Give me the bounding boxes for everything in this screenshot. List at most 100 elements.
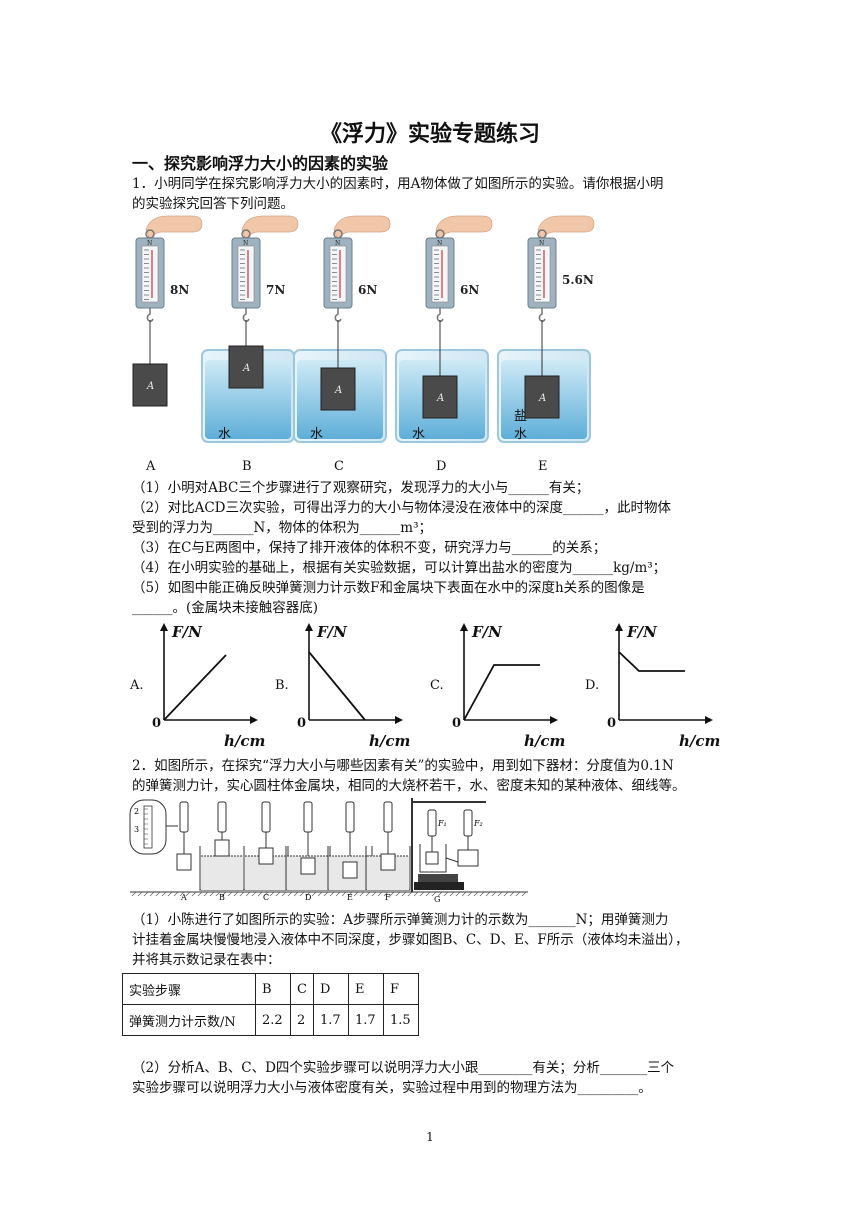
scale-reading: 7N	[266, 283, 285, 297]
table-cell: E	[347, 973, 384, 1005]
q1-graphs: A. F/N 0 h/cm B.F/N0h/cm C. F/N 0 h/cm D. F/N 0 h/cm	[129, 623, 720, 750]
scale-reading: 8N	[170, 283, 189, 297]
liquid-label: 水	[412, 427, 425, 442]
svg-text:E: E	[347, 893, 353, 902]
liquid-label: 盐	[514, 409, 527, 424]
graph-line	[618, 651, 685, 672]
q2-s2b: 实验步骤可以说明浮力大小与液体密度有关，实验过程中用到的物理方法为_______…	[132, 1080, 652, 1096]
svg-text:0: 0	[607, 716, 616, 731]
table-header-row: 实验步骤 B C D E F	[122, 973, 419, 1005]
hand-icon	[537, 215, 595, 241]
table-cell: 2	[290, 1004, 314, 1036]
svg-text:水: 水	[514, 427, 527, 442]
svg-text:F/N: F/N	[626, 623, 658, 641]
q1-s5b: ______。(金属块未接触容器底)	[132, 600, 319, 616]
step-letter: C	[334, 459, 344, 474]
svg-text:F/N: F/N	[471, 623, 503, 641]
svg-text:C: C	[263, 893, 269, 902]
svg-text:D.: D.	[585, 678, 599, 693]
svg-text:A: A	[538, 393, 546, 404]
q2-s2a: （2）分析A、B、C、D四个实验步骤可以说明浮力大小跟________有关；分析…	[132, 1060, 675, 1076]
setup-f: F	[365, 801, 411, 902]
scale-reading: 6N	[358, 283, 377, 297]
q1-s1: （1）小明对ABC三个步骤进行了观察研究，发现浮力的大小与______有关；	[132, 480, 590, 496]
svg-text:N: N	[437, 240, 442, 247]
svg-text:C.: C.	[430, 678, 444, 693]
q2-data-table: 实验步骤 B C D E F 弹簧测力计示数/N 2.2 2 1.7 1.7 1…	[122, 973, 419, 1036]
graph-line	[308, 651, 366, 721]
svg-text:N: N	[147, 240, 152, 247]
scale-reading: 6N	[460, 283, 479, 297]
step-letter: A	[145, 459, 156, 474]
table-cell: 1.7	[347, 1004, 384, 1036]
graph-option-4: D. F/N 0 h/cm	[585, 623, 720, 750]
zoom-dial: 23	[129, 799, 178, 855]
q2-intro-2: 的弹簧测力计，实心圆柱体金属块，相同的大烧杯若干，水、密度未知的某种液体、细线等…	[132, 778, 686, 794]
svg-text:h/cm: h/cm	[524, 732, 565, 750]
svg-text:G: G	[434, 895, 440, 902]
table-cell: 1.7	[312, 1004, 349, 1036]
table-cell: D	[312, 973, 349, 1005]
table-row: 弹簧测力计示数/N 2.2 2 1.7 1.7 1.5	[122, 1004, 419, 1036]
table-cell: F	[382, 973, 419, 1005]
metal-block	[422, 375, 458, 419]
svg-text:A: A	[334, 385, 342, 396]
svg-text:2: 2	[134, 807, 139, 816]
svg-text:h/cm: h/cm	[679, 732, 720, 750]
svg-text:0: 0	[452, 716, 461, 731]
svg-text:F: F	[385, 893, 391, 902]
graph-option-1: A. F/N 0 h/cm	[129, 623, 265, 750]
liquid-label: 水	[218, 427, 231, 442]
setup-e: E	[327, 801, 373, 902]
svg-text:B.: B.	[275, 678, 289, 693]
metal-block	[132, 363, 168, 407]
liquid-label: 水	[310, 427, 323, 442]
svg-text:A: A	[436, 393, 444, 404]
table-cell: B	[255, 973, 291, 1005]
svg-text:D: D	[305, 893, 311, 902]
svg-text:h/cm: h/cm	[224, 732, 265, 750]
q2-intro-1: 2．如图所示，在探究“浮力大小与哪些因素有关”的实验中，用到如下器材：分度值为0…	[132, 758, 674, 774]
setup-d: D	[285, 801, 331, 902]
svg-text:N: N	[335, 240, 340, 247]
graph-option-3: C. F/N 0 h/cm	[430, 623, 565, 750]
svg-text:0: 0	[152, 716, 161, 731]
hand-icon	[435, 215, 493, 241]
table-cell: C	[290, 973, 314, 1005]
svg-text:F₁: F₁	[437, 819, 447, 828]
svg-text:N: N	[539, 240, 544, 247]
hand-icon	[241, 215, 299, 241]
graph-option-2: B.F/N0h/cm	[275, 623, 410, 750]
svg-text:3: 3	[134, 825, 139, 834]
svg-text:A.: A.	[129, 678, 144, 693]
setup-b: B	[199, 801, 245, 902]
q2-s1a: （1）小陈进行了如图所示的实验：A步骤所示弹簧测力计的示数为_______N；用…	[132, 912, 669, 928]
table-cell: 1.5	[382, 1004, 419, 1036]
svg-text:A: A	[146, 381, 154, 392]
q1-s2a: （2）对比ACD三次实验，可得出浮力的大小与物体浸没在液体中的深度______，…	[132, 500, 671, 516]
svg-text:0: 0	[297, 716, 306, 731]
q1-intro-2: 的实验探究回答下列问题。	[132, 196, 294, 212]
q1-s4: （4）在小明实验的基础上，根据有关实验数据，可以计算出盐水的密度为______k…	[132, 560, 667, 576]
q1-s2b: 受到的浮力为______N，物体的体积为______m³；	[132, 520, 433, 536]
svg-text:N: N	[243, 240, 248, 247]
setup-a: A	[176, 801, 192, 902]
spring-scale-a: N 8N A A	[132, 215, 203, 474]
hand-icon	[145, 215, 203, 241]
svg-text:A: A	[180, 893, 187, 902]
svg-text:F/N: F/N	[171, 623, 203, 641]
metal-block	[320, 367, 356, 411]
step-letter: E	[538, 459, 548, 474]
svg-text:B: B	[219, 893, 225, 902]
table-cell: 2.2	[255, 1004, 291, 1036]
section-heading: 一、探究影响浮力大小的因素的实验	[132, 154, 389, 173]
table-cell: 实验步骤	[122, 973, 256, 1005]
metal-block	[524, 375, 560, 419]
table-cell: 弹簧测力计示数/N	[122, 1004, 256, 1036]
